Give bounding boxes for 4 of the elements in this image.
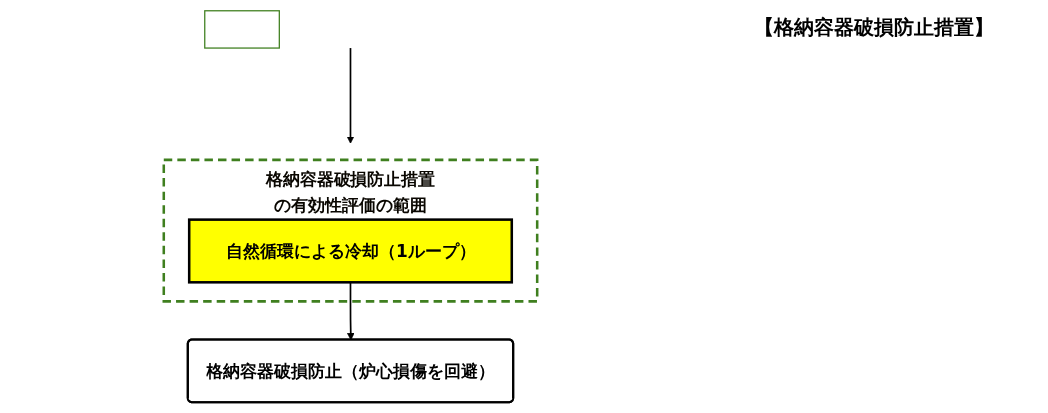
node-box: 自然循環による冷却（1ループ） [187, 218, 513, 284]
arrow [346, 47, 354, 144]
node-box [203, 10, 280, 49]
heading-label: 【格納容器破損防止措置】 [754, 15, 994, 39]
